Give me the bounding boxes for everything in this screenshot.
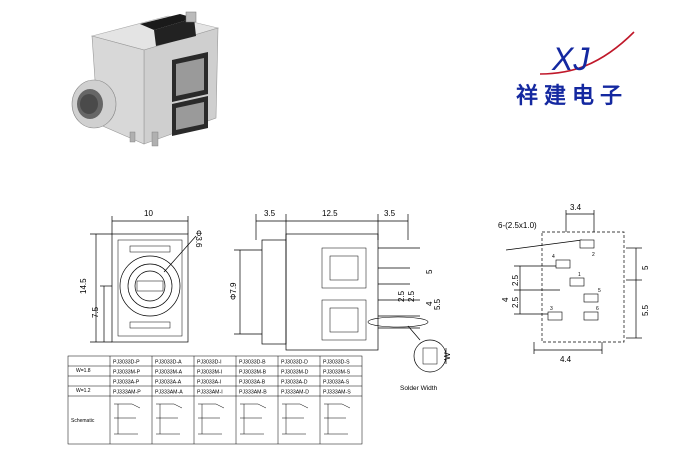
side-top-left-dim: 3.5 [264,209,276,218]
pin-label: 1 [578,272,581,278]
table-cell: PJ3033M-S [323,370,351,376]
table-cell: PJ333AM-A [155,390,183,396]
table-cell: PJ3033A-A [155,380,182,386]
table-cell: PJ333AM-I [197,390,223,396]
schematic-line [257,403,267,409]
pcb-bottom-dim: 4.4 [560,355,572,364]
table-cell: PJ3033M-A [155,370,183,376]
table-cell: PJ3033D-A [155,360,182,366]
table-row-label: W=1.2 [76,388,91,394]
table-cell: PJ3033A-I [197,380,221,386]
hole-diameter-dim: Φ3.6 [194,230,203,248]
table-cell: PJ3033M-D [281,370,309,376]
table-cell: PJ3033M-B [239,370,267,376]
pin-label: 2 [592,252,595,258]
pin-label: 5 [598,288,601,294]
pcb-top-dim: 3.4 [570,203,582,212]
table-cell: PJ3033M-P [113,370,141,376]
side-right-dim-1: 5 [425,269,434,274]
schematic-line [215,403,225,409]
table-cell: PJ3033A-S [323,380,350,386]
pcb-hole-label: 6-(2.5x1.0) [498,221,537,230]
schematic-line [131,403,141,409]
side-top-right-dim: 3.5 [384,209,396,218]
table-row-label: W=1.8 [76,368,91,374]
table-cell: PJ3033D-P [113,360,140,366]
side-right-dim-2: 2.5 [397,290,406,302]
side-top-mid-dim: 12.5 [322,209,338,218]
schematic-line [299,403,309,409]
front-width-dim: 10 [144,209,153,218]
solder-w: W [443,352,452,360]
schematic-line [341,403,351,409]
table-cell: PJ333AM-P [113,390,141,396]
table-cell: PJ3033D-S [323,360,350,366]
solder-width-label: Solder Width [400,385,438,392]
table-cell: PJ3033D-I [197,360,222,366]
table-cell: PJ3033M-I [197,370,222,376]
pin-label: 3 [550,306,553,312]
table-cell: PJ333AM-B [239,390,267,396]
side-right-dim-3: 2.5 [407,290,416,302]
pin-label: 6 [596,306,599,312]
table-cell: PJ333AM-D [281,390,309,396]
pcb-left-dim-3: 4 [501,297,510,302]
technical-drawings: 10 14.5 7.5 Φ3.6 3.5 12.5 3.5 Φ7.9 5 2.5… [0,190,688,447]
side-right-dim-5: 5.5 [433,298,442,310]
logo: XJ [530,26,640,86]
table-cell: PJ3033A-B [239,380,266,386]
body-diameter-dim: Φ7.9 [229,282,238,300]
front-lower-dim: 7.5 [91,306,100,318]
table-cell: PJ333AM-S [323,390,351,396]
product-photo [68,6,228,156]
table-cell: PJ3033D-B [239,360,266,366]
logo-mark-text: XJ [551,41,590,77]
table-cell: PJ3033A-P [113,380,140,386]
pcb-left-dim-2: 2.5 [511,296,520,308]
schematic-label: Schematic [71,418,95,424]
table-cell: PJ3033D-D [281,360,308,366]
side-right-dim-4: 4 [425,301,434,306]
front-height-dim: 14.5 [79,278,88,294]
pcb-right-dim-1: 5 [641,265,650,270]
pcb-right-dim-2: 5.5 [641,304,650,316]
pcb-left-dim-1: 2.5 [511,274,520,286]
table-cell: PJ3033A-D [281,380,308,386]
schematic-line [173,403,183,409]
pin-label: 4 [552,254,555,260]
company-name: 祥建电子 [516,83,629,109]
